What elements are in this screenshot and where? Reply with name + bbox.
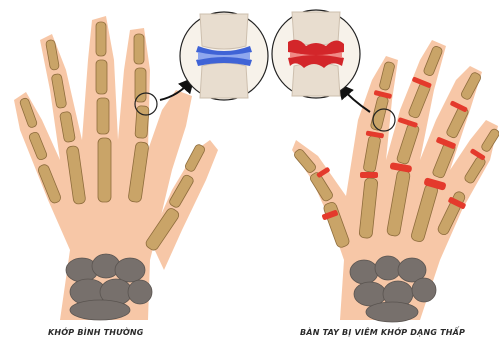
normal-joint-zoom: [180, 12, 268, 100]
inflamed-joint-zoom: [272, 10, 360, 98]
arthritic-hand-caption: BÀN TAY BỊ VIÊM KHỚP DẠNG THẤP: [300, 328, 465, 340]
normal-joint-caption: KHỚP BÌNH THƯỜNG: [48, 328, 144, 340]
